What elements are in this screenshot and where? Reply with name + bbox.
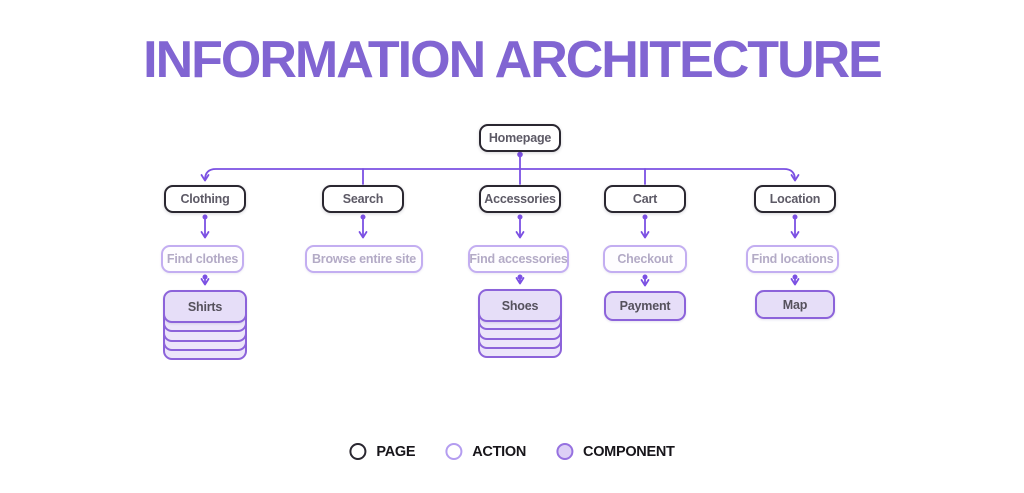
edge-origin-dot: [792, 214, 798, 220]
component-circle-icon: [556, 443, 574, 460]
node-find-locations: Find locations: [746, 245, 839, 273]
edge-origin-dot: [202, 274, 208, 280]
legend-item-action: ACTION: [445, 443, 526, 460]
node-clothing: Clothing: [164, 185, 246, 213]
node-map: Map: [755, 290, 835, 319]
node-browse-entire-site: Browse entire site: [305, 245, 423, 273]
action-circle-icon: [445, 443, 463, 460]
edge-origin-dot: [517, 151, 523, 158]
node-find-accessories: Find accessories: [468, 245, 569, 273]
node-cart: Cart: [604, 185, 686, 213]
node-find-clothes: Find clothes: [161, 245, 244, 273]
legend-item-component: COMPONENT: [556, 443, 675, 460]
node-payment: Payment: [604, 291, 686, 321]
node-shirts-stack: Shirts: [163, 290, 247, 362]
edge-homepage-children: [200, 168, 800, 182]
node-shoes-stack: Shoes: [478, 289, 562, 361]
edge-origin-dot: [642, 214, 648, 220]
page-title: INFORMATION ARCHITECTURE: [143, 31, 883, 89]
edge-origin-dot: [202, 214, 208, 220]
edge-origin-dot: [360, 214, 366, 220]
page-circle-icon: [349, 443, 367, 460]
legend-item-page: PAGE: [349, 443, 416, 460]
legend: PAGE ACTION COMPONENT: [349, 443, 675, 460]
node-location: Location: [754, 185, 836, 213]
node-shoes: Shoes: [478, 289, 562, 322]
edge-origin-dot: [517, 214, 523, 220]
edge-origin-dot: [792, 274, 798, 280]
edge-origin-dot: [642, 274, 648, 280]
node-checkout: Checkout: [603, 245, 687, 273]
node-homepage: Homepage: [479, 124, 561, 152]
node-accessories: Accessories: [479, 185, 561, 213]
legend-label-component: COMPONENT: [583, 443, 675, 460]
legend-label-page: PAGE: [376, 443, 416, 460]
legend-label-action: ACTION: [472, 443, 527, 460]
edge-origin-dot: [517, 274, 523, 280]
node-search: Search: [322, 185, 404, 213]
node-shirts: Shirts: [163, 290, 247, 323]
